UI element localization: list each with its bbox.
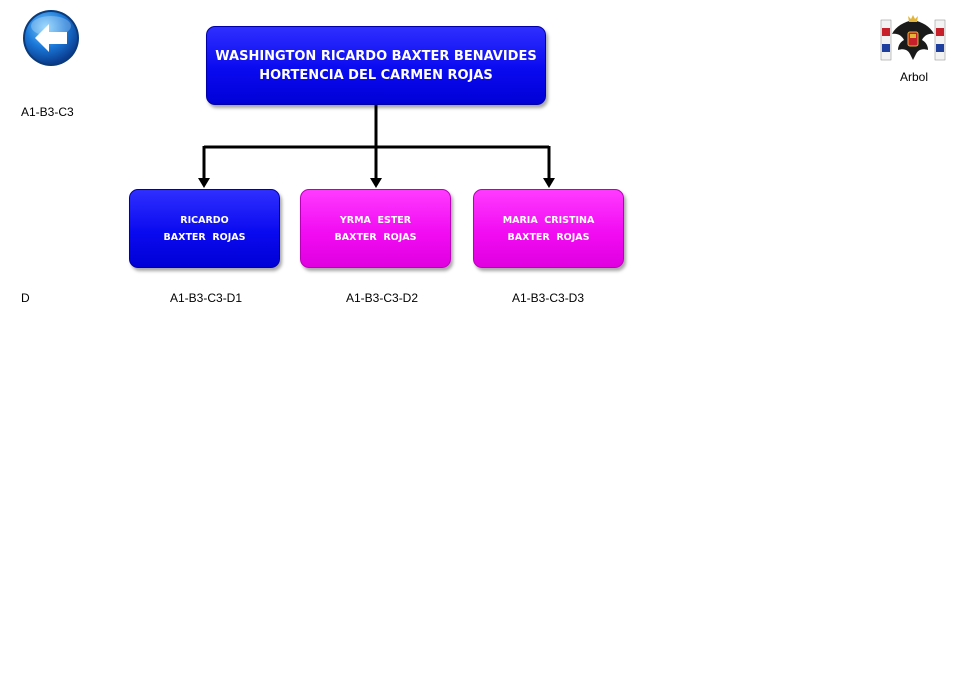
child-1-line-1: RICARDO <box>180 214 229 226</box>
root-couple-node[interactable]: WASHINGTON RICARDO BAXTER BENAVIDES HORT… <box>206 26 546 105</box>
root-line-1: WASHINGTON RICARDO BAXTER BENAVIDES <box>215 48 537 64</box>
child-1-code: A1-B3-C3-D1 <box>170 291 243 305</box>
coat-of-arms-icon[interactable] <box>880 14 946 66</box>
left-arrow-circle-icon <box>23 10 79 66</box>
root-line-2: HORTENCIA DEL CARMEN ROJAS <box>259 67 493 83</box>
back-button[interactable] <box>21 8 81 68</box>
child-node-3[interactable]: MARIA CRISTINA BAXTER ROJAS <box>473 189 624 268</box>
child-3-code: A1-B3-C3-D3 <box>512 291 585 305</box>
child-3-arrowhead <box>543 178 555 188</box>
child-1-arrowhead <box>198 178 210 188</box>
child-3-line-2: BAXTER ROJAS <box>507 231 590 243</box>
child-node-1[interactable]: RICARDO BAXTER ROJAS <box>129 189 280 268</box>
child-2-line-2: BAXTER ROJAS <box>334 231 417 243</box>
generation-code-label: A1-B3-C3 <box>21 105 74 119</box>
emblem-label: Arbol <box>899 70 928 84</box>
child-node-2[interactable]: YRMA ESTER BAXTER ROJAS <box>300 189 451 268</box>
child-1-line-2: BAXTER ROJAS <box>163 231 246 243</box>
child-2-arrowhead <box>370 178 382 188</box>
child-2-line-1: YRMA ESTER <box>339 214 412 226</box>
next-generation-code-label: D <box>21 291 30 305</box>
child-3-line-1: MARIA CRISTINA <box>502 214 595 226</box>
child-2-code: A1-B3-C3-D2 <box>346 291 419 305</box>
